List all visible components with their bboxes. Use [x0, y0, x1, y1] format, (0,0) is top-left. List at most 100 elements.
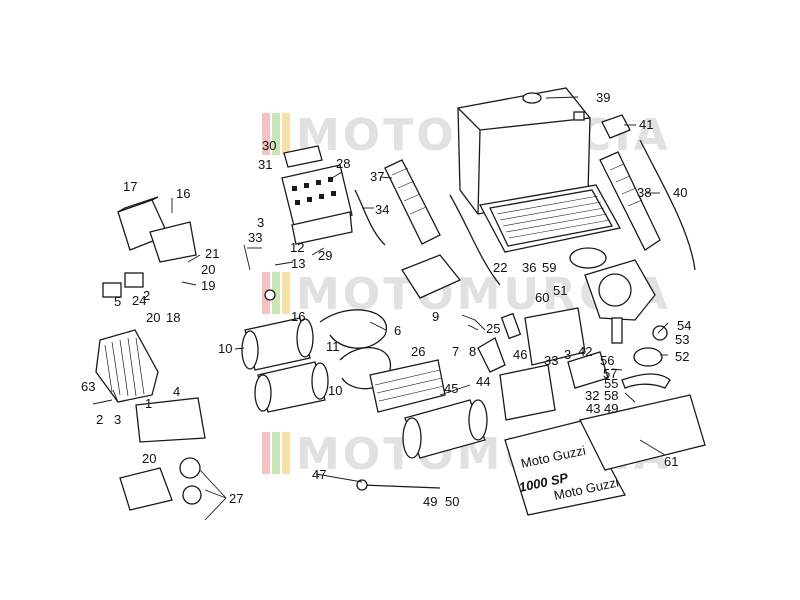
- strap-37: [384, 159, 441, 245]
- ignition-coil-upper: [241, 317, 314, 371]
- ignition-coil-lower: [254, 361, 329, 413]
- ht-lead-6: [319, 309, 388, 349]
- battery-cable: [449, 194, 501, 286]
- callout-29: 29: [318, 248, 332, 263]
- watermark-stripe: [272, 272, 280, 314]
- callout-3: 3: [564, 347, 571, 362]
- parts-bag-60: [524, 307, 586, 366]
- callout-7: 7: [452, 344, 459, 359]
- callout-54: 54: [677, 318, 691, 333]
- callout-49: 49: [423, 494, 437, 509]
- callout-43: 43: [586, 401, 600, 416]
- callout-6: 6: [394, 323, 401, 338]
- callout-36: 36: [522, 260, 536, 275]
- terminal-cover: [601, 114, 631, 139]
- battery-tray: [479, 184, 621, 253]
- bolt-12: [243, 244, 251, 271]
- callout-22: 22: [493, 260, 507, 275]
- callout-40: 40: [673, 185, 687, 200]
- callout-38: 38: [637, 185, 651, 200]
- callout-19: 19: [201, 278, 215, 293]
- callout-31: 31: [258, 157, 272, 172]
- distributor: [584, 259, 656, 344]
- callout-12: 12: [290, 240, 304, 255]
- callout-27: 27: [229, 491, 243, 506]
- starter-relay: [401, 254, 462, 299]
- battery: [457, 87, 591, 215]
- grommet: [264, 289, 276, 301]
- watermark-stripe: [262, 432, 270, 474]
- callout-11: 11: [326, 339, 340, 354]
- callout-1: 1: [145, 396, 152, 411]
- callout-21: 21: [205, 246, 219, 261]
- callout-50: 50: [445, 494, 459, 509]
- callout-9: 9: [432, 309, 439, 324]
- watermark-stripe: [272, 113, 280, 155]
- callout-26: 26: [411, 344, 425, 359]
- callout-33: 33: [248, 230, 262, 245]
- callout-49: 49: [604, 401, 618, 416]
- callout-39: 39: [596, 90, 610, 105]
- bolt-3: [112, 389, 119, 403]
- wire-9: [461, 314, 486, 331]
- callout-17: 17: [123, 179, 137, 194]
- callout-53: 53: [675, 332, 689, 347]
- callout-61: 61: [664, 454, 678, 469]
- distributor-cap-ring: [569, 247, 607, 269]
- callout-33: 33: [544, 353, 558, 368]
- ignition-switch: [119, 457, 202, 511]
- bolt-head: [356, 479, 368, 491]
- watermark-stripe: [282, 432, 290, 474]
- plug-cap-8: [477, 337, 506, 373]
- callout-63: 63: [81, 379, 95, 394]
- callout-52: 52: [675, 349, 689, 364]
- bolt-2: [92, 399, 113, 405]
- callout-10: 10: [328, 383, 342, 398]
- callout-57: 57: [603, 366, 617, 381]
- watermark-stripe: [262, 113, 270, 155]
- fuse-box: [281, 145, 353, 245]
- leader-lines: [171, 96, 669, 521]
- callout-46: 46: [513, 347, 527, 362]
- callout-2: 2: [96, 412, 103, 427]
- callout-60: 60: [535, 290, 549, 305]
- lever-55: [621, 373, 671, 389]
- alternator: [95, 329, 159, 403]
- callout-13: 13: [291, 256, 305, 271]
- callout-16: 16: [291, 309, 305, 324]
- nut-53: [652, 325, 668, 341]
- gasket-pack: [135, 397, 206, 443]
- watermark-stripe: [282, 272, 290, 314]
- callout-42: 42: [578, 344, 592, 359]
- callout-47: 47: [312, 467, 326, 482]
- switch-42: [567, 351, 609, 389]
- parts-bag-46: [499, 364, 556, 421]
- tail-light: [369, 359, 446, 413]
- callout-41: 41: [639, 117, 653, 132]
- callout-16: 16: [176, 186, 190, 201]
- callout-58: 58: [604, 388, 618, 403]
- callout-20: 20: [142, 451, 156, 466]
- callout-55: 55: [604, 376, 618, 391]
- callout-2: 2: [143, 288, 150, 303]
- callout-labels: 39 41 30 31 28 37 38 40 17 16 3 33 12 34…: [81, 90, 691, 509]
- wire-34: [354, 189, 386, 246]
- callout-30: 30: [262, 138, 276, 153]
- starter-motor: [402, 399, 488, 459]
- callout-25: 25: [486, 321, 500, 336]
- tool-pouch: [579, 394, 706, 471]
- callout-56: 56: [600, 353, 614, 368]
- callout-32: 32: [585, 388, 599, 403]
- callout-20: 20: [201, 262, 215, 277]
- callout-51: 51: [553, 283, 567, 298]
- plug-cap-25: [500, 312, 522, 340]
- voltage-regulator: [117, 196, 197, 263]
- bolt-47: [361, 484, 441, 489]
- watermark-stripe: [272, 432, 280, 474]
- callout-8: 8: [469, 344, 476, 359]
- callout-18: 18: [166, 310, 180, 325]
- callout-4: 4: [173, 384, 180, 399]
- callout-10: 10: [218, 341, 232, 356]
- callout-24: 24: [132, 293, 146, 308]
